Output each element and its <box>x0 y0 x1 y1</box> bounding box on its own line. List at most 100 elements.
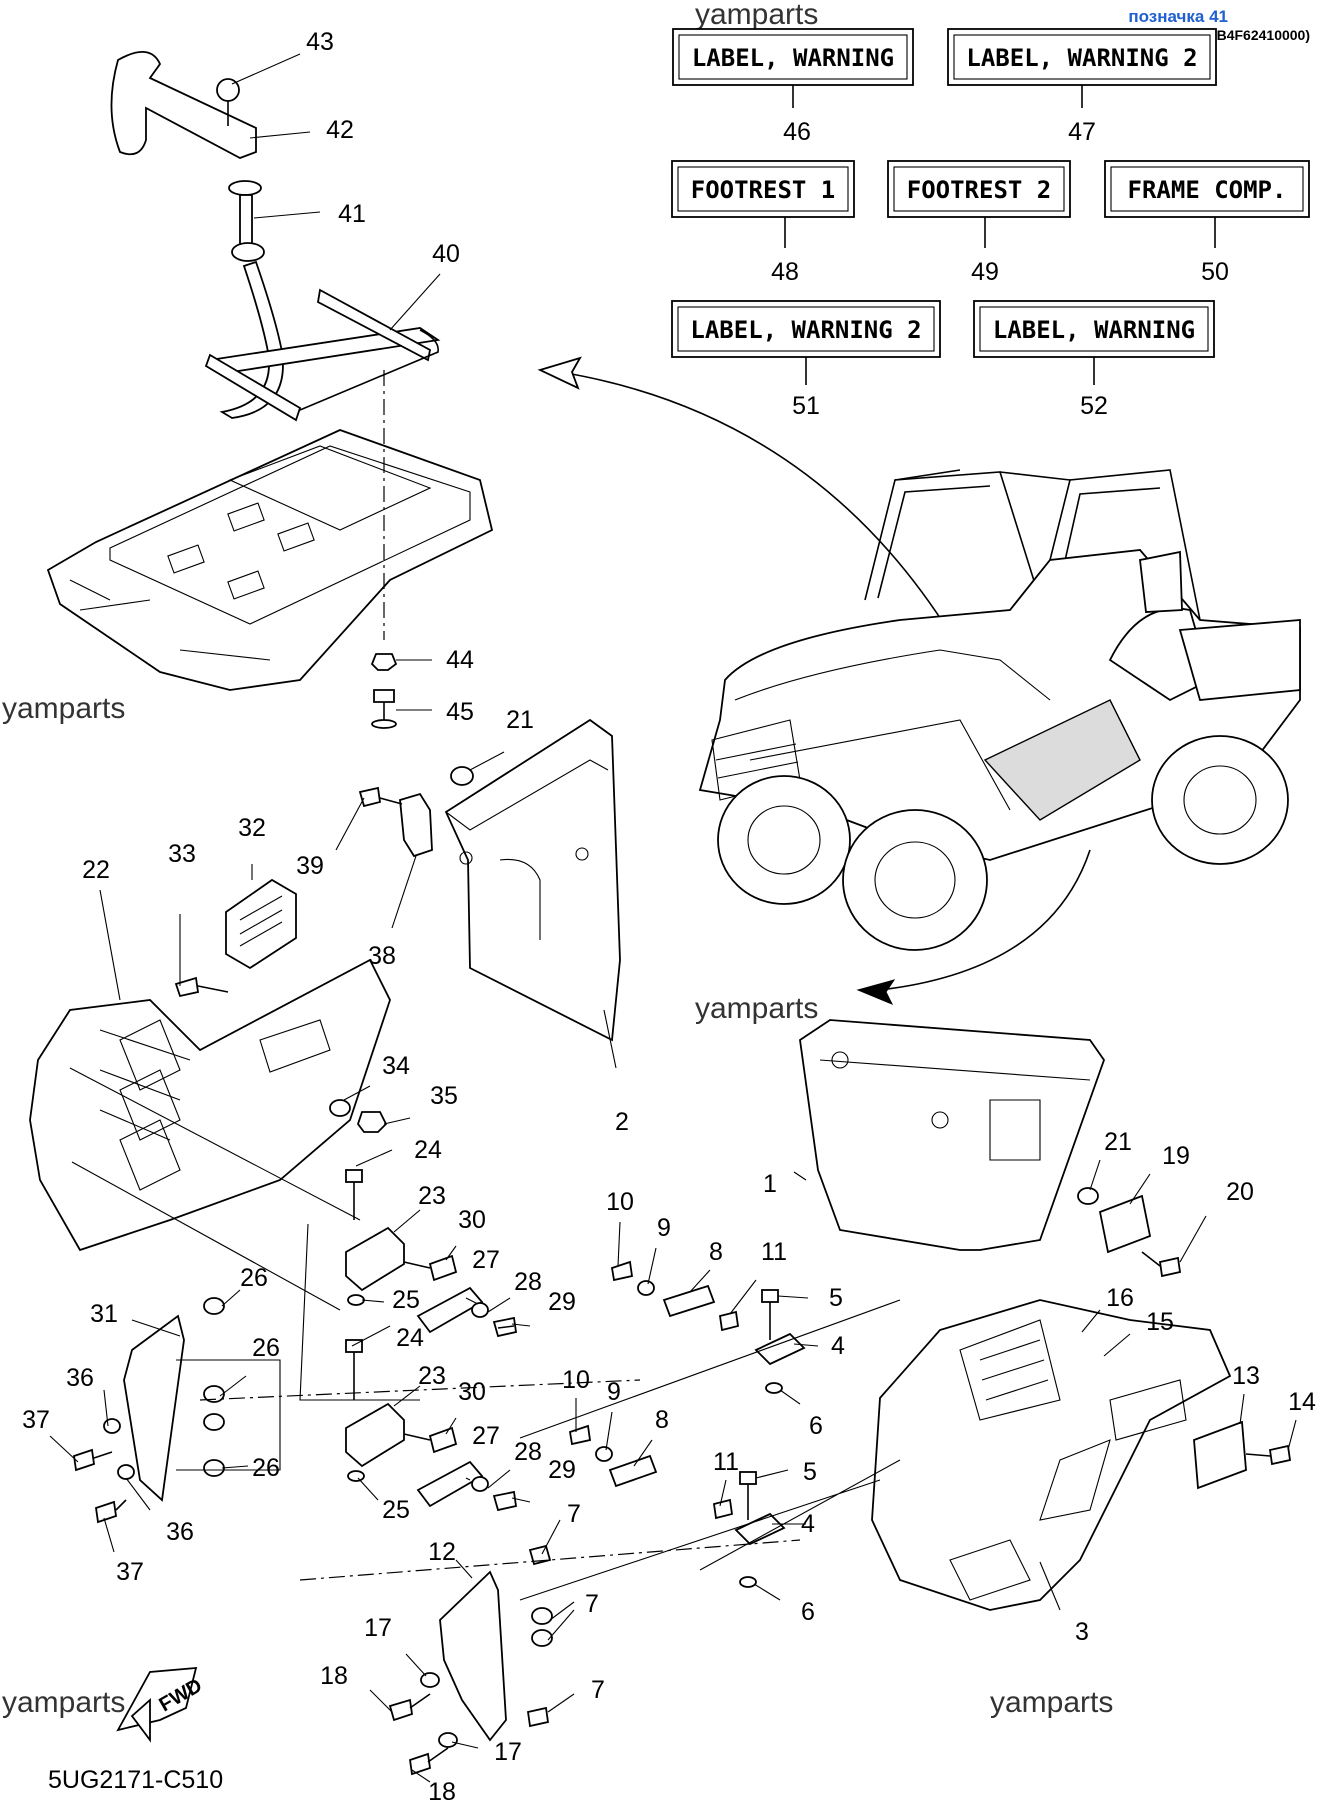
svg-text:37: 37 <box>116 1558 144 1586</box>
svg-text:27: 27 <box>472 1246 500 1274</box>
svg-text:32: 32 <box>238 814 266 842</box>
svg-text:5: 5 <box>803 1458 817 1486</box>
leader-lines <box>49 53 1297 1783</box>
svg-text:11: 11 <box>713 1448 739 1476</box>
svg-text:38: 38 <box>368 942 396 970</box>
svg-text:50: 50 <box>1201 258 1229 286</box>
svg-text:9: 9 <box>607 1378 621 1406</box>
svg-text:46: 46 <box>783 118 811 146</box>
svg-text:1: 1 <box>763 1170 777 1198</box>
svg-text:3: 3 <box>1075 1618 1089 1646</box>
label-box-49: FOOTREST 2 49 <box>887 160 1071 286</box>
watermark: yamparts <box>695 992 818 1025</box>
arrow-head-icon <box>856 979 896 1005</box>
svg-text:24: 24 <box>414 1136 442 1164</box>
svg-text:LABEL, WARNING 2: LABEL, WARNING 2 <box>966 44 1197 72</box>
header-link[interactable]: позначка 41 <box>1128 7 1228 26</box>
svg-text:40: 40 <box>432 240 460 268</box>
svg-text:21: 21 <box>506 706 534 734</box>
watermark: yamparts <box>2 692 125 725</box>
svg-text:11: 11 <box>761 1238 787 1266</box>
svg-text:4: 4 <box>801 1510 815 1538</box>
svg-text:47: 47 <box>1068 118 1096 146</box>
svg-text:12: 12 <box>428 1538 456 1566</box>
svg-text:18: 18 <box>320 1662 348 1690</box>
svg-text:44: 44 <box>446 646 474 674</box>
svg-text:45: 45 <box>446 698 474 726</box>
svg-text:22: 22 <box>82 856 110 884</box>
svg-text:26: 26 <box>252 1334 280 1362</box>
svg-text:9: 9 <box>657 1214 671 1242</box>
svg-text:LABEL, WARNING: LABEL, WARNING <box>993 316 1195 344</box>
svg-text:LABEL, WARNING: LABEL, WARNING <box>692 44 894 72</box>
svg-text:49: 49 <box>971 258 999 286</box>
svg-text:8: 8 <box>709 1238 723 1266</box>
svg-text:LABEL, WARNING 2: LABEL, WARNING 2 <box>690 316 921 344</box>
svg-text:FOOTREST 2: FOOTREST 2 <box>907 176 1052 204</box>
svg-text:33: 33 <box>168 840 196 868</box>
svg-text:17: 17 <box>494 1738 522 1766</box>
label-box-50: FRAME COMP. 50 <box>1104 160 1310 286</box>
svg-text:36: 36 <box>166 1518 194 1546</box>
label-box-52: LABEL, WARNING 52 <box>973 300 1215 420</box>
svg-text:19: 19 <box>1162 1142 1190 1170</box>
svg-text:21: 21 <box>1104 1128 1132 1156</box>
svg-text:29: 29 <box>548 1288 576 1316</box>
svg-text:7: 7 <box>585 1590 599 1618</box>
svg-text:28: 28 <box>514 1268 542 1296</box>
svg-text:10: 10 <box>606 1188 634 1216</box>
svg-text:43: 43 <box>306 28 334 56</box>
svg-text:23: 23 <box>418 1182 446 1210</box>
svg-text:41: 41 <box>338 200 366 228</box>
svg-text:30: 30 <box>458 1378 486 1406</box>
right-side-assembly <box>199 1019 1292 1776</box>
svg-text:13: 13 <box>1232 1362 1260 1390</box>
svg-text:FOOTREST 1: FOOTREST 1 <box>691 176 836 204</box>
svg-text:27: 27 <box>472 1422 500 1450</box>
svg-text:23: 23 <box>418 1362 446 1390</box>
svg-text:20: 20 <box>1226 1178 1254 1206</box>
svg-text:31: 31 <box>90 1300 118 1328</box>
svg-text:42: 42 <box>326 116 354 144</box>
arrow-head-icon <box>537 356 582 390</box>
svg-text:15: 15 <box>1146 1308 1174 1336</box>
svg-text:51: 51 <box>792 392 820 420</box>
svg-text:6: 6 <box>809 1412 823 1440</box>
svg-text:FRAME COMP.: FRAME COMP. <box>1128 176 1287 204</box>
svg-text:4: 4 <box>831 1332 845 1360</box>
svg-text:18: 18 <box>428 1778 456 1800</box>
watermark: yamparts <box>2 1686 125 1719</box>
svg-text:10: 10 <box>562 1366 590 1394</box>
svg-text:24: 24 <box>396 1324 424 1352</box>
svg-text:30: 30 <box>458 1206 486 1234</box>
svg-text:39: 39 <box>296 852 324 880</box>
arrow-curve <box>879 849 1091 991</box>
svg-text:5: 5 <box>829 1284 843 1312</box>
label-box-48: FOOTREST 1 48 <box>671 160 855 286</box>
svg-text:26: 26 <box>240 1264 268 1292</box>
watermark: yamparts <box>695 0 818 31</box>
label-box-51: LABEL, WARNING 2 51 <box>671 300 941 420</box>
left-side-assembly <box>29 718 621 1524</box>
svg-text:25: 25 <box>382 1496 410 1524</box>
svg-text:25: 25 <box>392 1286 420 1314</box>
svg-text:37: 37 <box>22 1406 50 1434</box>
floor-panel-assembly <box>46 51 494 729</box>
vehicle-illustration <box>698 469 1301 951</box>
svg-text:52: 52 <box>1080 392 1108 420</box>
svg-text:48: 48 <box>771 258 799 286</box>
label-box-46: LABEL, WARNING 46 <box>672 28 914 146</box>
label-box-47: LABEL, WARNING 2 47 <box>947 28 1217 146</box>
svg-text:35: 35 <box>430 1082 458 1110</box>
diagram-code: 5UG2171-C510 <box>48 1766 223 1794</box>
svg-text:8: 8 <box>655 1406 669 1434</box>
svg-text:17: 17 <box>364 1614 392 1642</box>
svg-text:6: 6 <box>801 1598 815 1626</box>
svg-text:16: 16 <box>1106 1284 1134 1312</box>
callouts: 43 42 41 40 44 45 21 39 38 32 33 22 2 34… <box>22 28 1316 1800</box>
svg-text:34: 34 <box>382 1052 410 1080</box>
fwd-arrow-badge: FWD <box>116 1666 206 1743</box>
svg-text:29: 29 <box>548 1456 576 1484</box>
svg-text:2: 2 <box>615 1108 629 1136</box>
